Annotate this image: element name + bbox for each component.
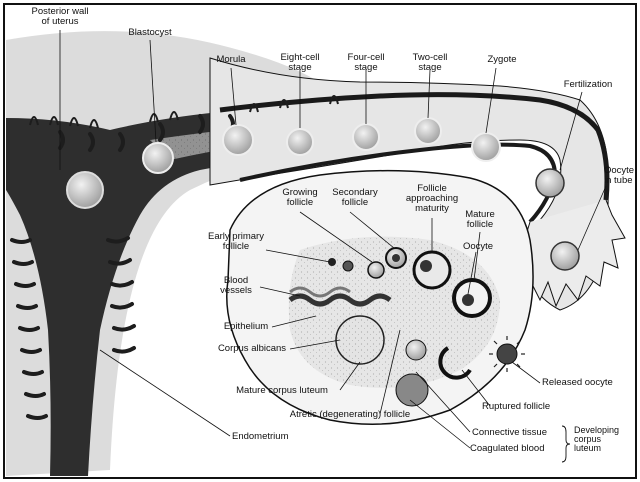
label-connective-tissue: Connective tissue <box>472 428 547 438</box>
label-secondary-follicle: Secondary follicle <box>332 188 377 208</box>
label-mature-follicle: Mature follicle <box>465 210 495 230</box>
label-two-cell: Two-cell stage <box>413 53 448 73</box>
label-blastocyst: Blastocyst <box>128 28 171 38</box>
label-epithelium: Epithelium <box>224 322 268 332</box>
label-growing-follicle: Growing follicle <box>282 188 317 208</box>
label-fertilization: Fertilization <box>564 80 613 90</box>
label-blood-vessels: Blood vessels <box>220 276 252 296</box>
label-four-cell: Four-cell stage <box>348 53 385 73</box>
label-corpus-albicans: Corpus albicans <box>218 344 286 354</box>
label-morula: Morula <box>216 55 245 65</box>
label-endometrium: Endometrium <box>232 432 289 442</box>
label-eight-cell: Eight-cell stage <box>280 53 319 73</box>
label-coagulated-blood: Coagulated blood <box>470 444 544 454</box>
label-ruptured-follicle: Ruptured follicle <box>482 402 550 412</box>
label-released-oocyte: Released oocyte <box>542 378 613 388</box>
released-oocyte-cell <box>497 344 517 364</box>
label-oocyte: Oocyte <box>463 242 493 252</box>
label-early-primary: Early primary follicle <box>208 232 264 252</box>
label-oocyte-in-tube: Oocyte in tube <box>604 166 634 186</box>
label-zygote: Zygote <box>487 55 516 65</box>
label-mature-corpus-luteum: Mature corpus luteum <box>236 386 328 396</box>
label-developing-corpus-luteum: Developing corpus luteum <box>574 426 619 453</box>
label-atretic-follicle: Atretic (degenerating) follicle <box>290 410 410 420</box>
label-posterior-wall: Posterior wall of uterus <box>31 7 88 27</box>
label-follicle-approaching: Follicle approaching maturity <box>406 184 458 214</box>
